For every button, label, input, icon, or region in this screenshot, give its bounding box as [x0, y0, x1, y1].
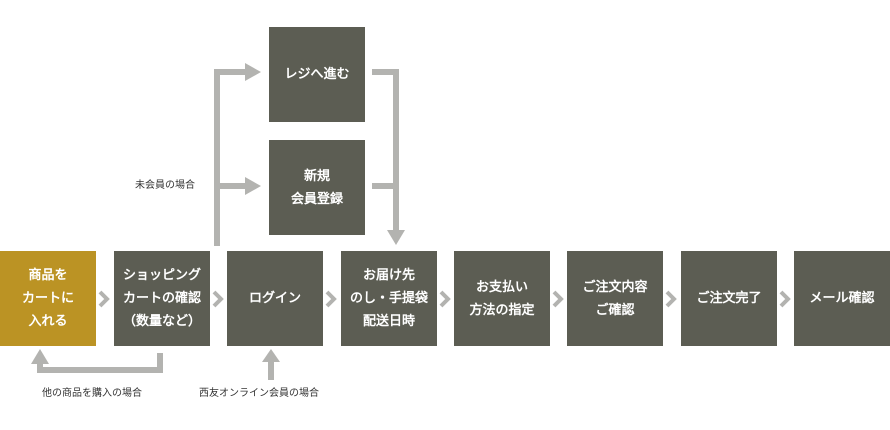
note-buy-other: 他の商品を購入の場合: [42, 388, 142, 399]
step-cart-review[interactable]: ショッピング カートの確認 （数量など）: [114, 251, 210, 346]
branch-checkout[interactable]: レジへ進む: [269, 27, 365, 122]
chevron-right-icon: [779, 290, 791, 308]
login-branch-connector: [214, 69, 247, 246]
chevron-right-icon: [665, 290, 677, 308]
arrowhead-to-delivery: [387, 230, 405, 245]
note-nishitomo-member: 西友オンライン会員の場合: [199, 388, 319, 399]
checkout-exit-connector: [372, 69, 399, 234]
arrowhead-to-register: [245, 177, 261, 195]
step-delivery[interactable]: お届け先 のし・手提袋 配送日時: [341, 251, 437, 346]
step-login[interactable]: ログイン: [227, 251, 323, 346]
step-order-confirm[interactable]: ご注文内容 ご確認: [567, 251, 663, 346]
arrowhead-to-checkout: [245, 63, 261, 81]
chevron-right-icon: [98, 290, 110, 308]
step-payment[interactable]: お支払い 方法の指定: [454, 251, 550, 346]
step-add-to-cart[interactable]: 商品を カートに 入れる: [0, 251, 96, 346]
chevron-right-icon: [552, 290, 564, 308]
chevron-right-icon: [439, 290, 451, 308]
note-non-member: 未会員の場合: [135, 180, 195, 191]
branch-register[interactable]: 新規 会員登録: [269, 140, 365, 235]
chevron-right-icon: [325, 290, 337, 308]
step-email-confirm[interactable]: メール確認: [794, 251, 890, 346]
chevron-right-icon: [212, 290, 224, 308]
return-loop-connector: [37, 353, 163, 373]
step-order-complete[interactable]: ご注文完了: [681, 251, 777, 346]
arrowhead-to-login: [262, 349, 280, 362]
arrowhead-return-to-cart: [31, 349, 49, 364]
